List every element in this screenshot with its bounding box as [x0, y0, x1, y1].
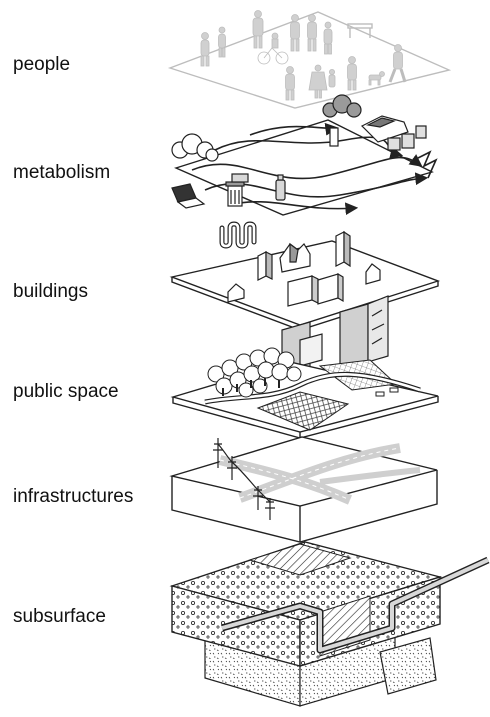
public-space-layer — [170, 347, 439, 439]
bench-icon — [375, 387, 399, 397]
energy-bolt-icon — [417, 150, 438, 179]
layer-label-infrastructures: infrastructures — [13, 486, 134, 507]
metabolism-layer — [171, 94, 438, 249]
tree-trunks — [222, 378, 280, 396]
pipe-icon — [221, 556, 490, 654]
cloud-icon — [171, 133, 219, 162]
bottle-icon — [275, 174, 286, 201]
layer-label-subsurface: subsurface — [13, 606, 106, 627]
laptop-icon — [171, 183, 206, 209]
trees-icon — [207, 347, 302, 398]
people-silhouettes-icon — [200, 10, 407, 101]
waste-bin-icon — [225, 173, 249, 207]
building-blocks-icon — [227, 230, 381, 307]
layer-label-metabolism: metabolism — [13, 162, 111, 183]
subsurface-layer — [169, 541, 490, 707]
layer-label-people: people — [13, 54, 71, 75]
layer-label-buildings: buildings — [13, 281, 88, 302]
plaza-pattern — [256, 391, 350, 431]
layer-label-public-space: public space — [13, 381, 119, 402]
post-icon — [329, 127, 339, 147]
buildings-layer — [169, 230, 441, 377]
people-layer — [167, 10, 452, 109]
power-lines-icon — [213, 438, 275, 520]
rain-cloud-icon — [322, 94, 362, 118]
infrastructures-layer — [169, 436, 438, 543]
car-icon — [360, 115, 409, 143]
bags-icon — [387, 125, 427, 151]
